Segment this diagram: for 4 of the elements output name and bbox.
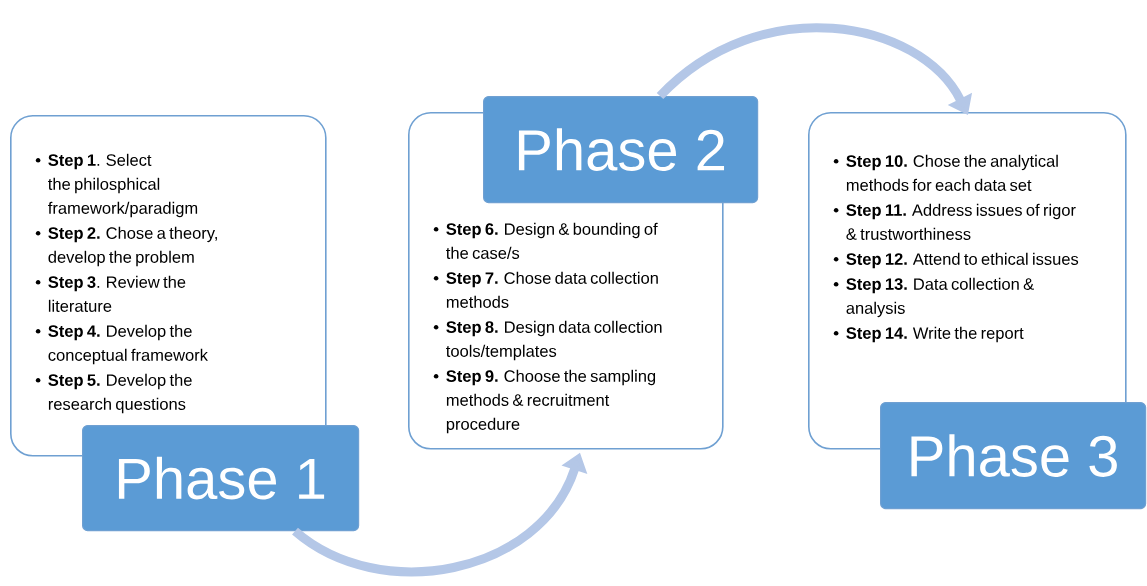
phase-box: Phase 1 — [82, 425, 360, 532]
phase-box: Phase 2 — [483, 96, 759, 204]
phase-box: Phase 3 — [880, 402, 1147, 510]
step-list-box: Step 1. Select the philosphical framework/paradigm Step 2. Chose a theory, develop the problem Step 3. Review the literature Step 4. Develop the conceptual framework Step 5. Develop the research questions — [10, 115, 327, 457]
